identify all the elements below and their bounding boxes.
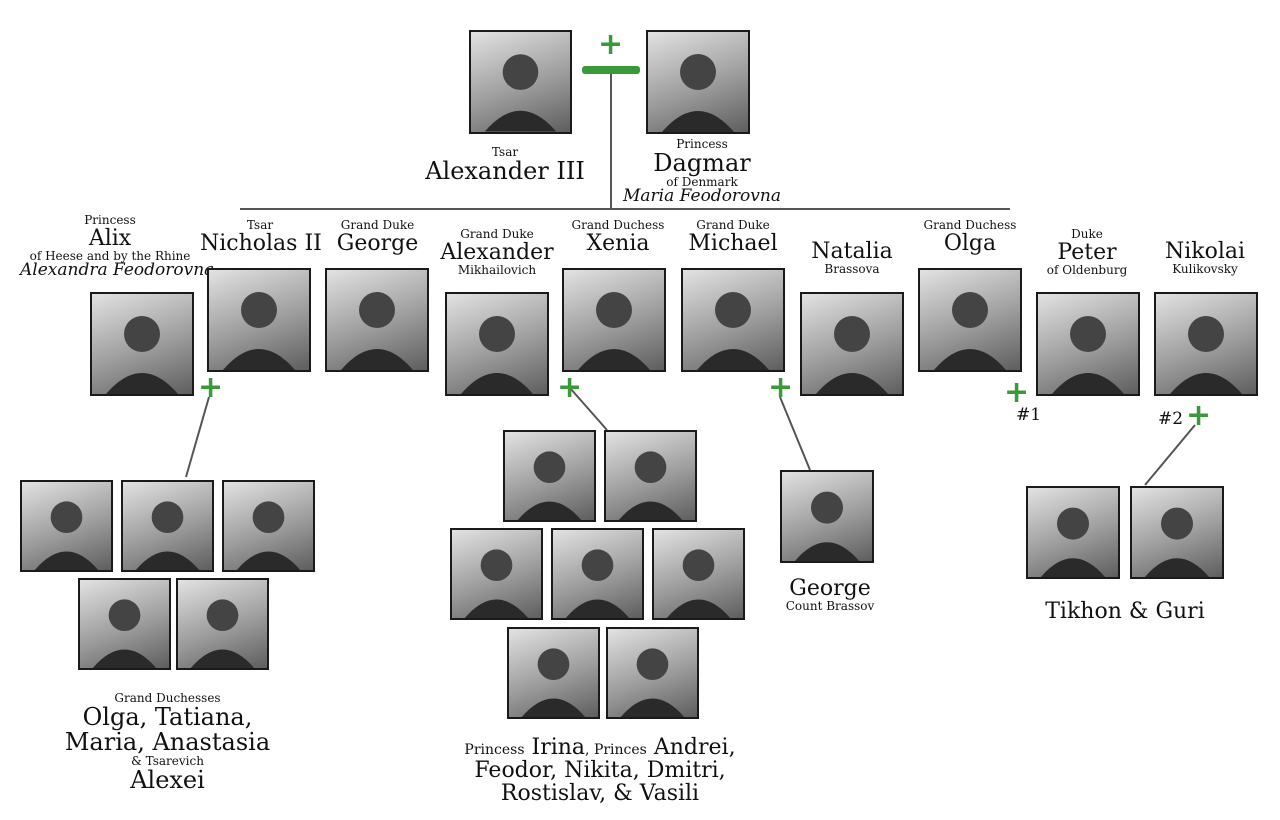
label-nikolai: Nikolai Kulikovsky (1164, 239, 1246, 277)
photo-alexander-iii (469, 30, 572, 134)
label-nicholas-children: Grand Duchesses Olga, Tatiana, Maria, An… (64, 691, 271, 794)
photo-vasili (606, 627, 699, 719)
photo-dmitri (652, 528, 745, 620)
label-dagmar: Princess Dagmar of Denmark Maria Feodoro… (623, 137, 781, 207)
label-alexander-iii: Tsar Alexander III (425, 145, 585, 185)
photo-feodor (450, 528, 543, 620)
photo-peter (1036, 292, 1140, 396)
photo-rostislav (507, 627, 600, 719)
photo-tatiana (121, 480, 214, 572)
link-michael-child (779, 396, 811, 471)
marriage-plus: + (598, 27, 624, 62)
photo-nikolai (1154, 292, 1258, 396)
marriage-number-1: #1 (1016, 405, 1042, 425)
label-olga: Grand Duchess Olga (923, 218, 1017, 256)
photo-george (325, 268, 429, 372)
label-alix: Princess Alix of Heese and by the Rhine … (20, 213, 215, 281)
photo-anastasia (78, 578, 171, 670)
plus-olga-peter: + (1004, 375, 1030, 410)
plus-xenia-alexander: + (557, 370, 583, 405)
plus-nicholas-alix: + (198, 370, 224, 405)
photo-guri (1130, 486, 1224, 579)
photo-dagmar (646, 30, 750, 134)
photo-nikita (551, 528, 644, 620)
photo-alexander (445, 292, 549, 396)
photo-xenia (562, 268, 666, 372)
photo-nicholas (207, 268, 311, 372)
photo-olga (918, 268, 1022, 372)
photo-alix (90, 292, 194, 396)
photo-alexei (176, 578, 269, 670)
link-olga-children (1144, 424, 1196, 486)
label-tikhon-guri: Tikhon & Guri (1045, 599, 1205, 624)
plus-michael-natalia: + (768, 370, 794, 405)
label-xenia-children: Princess Irina, Princes Andrei, Feodor, … (464, 735, 736, 807)
photo-andrei (604, 430, 697, 522)
photo-irina (503, 430, 596, 522)
label-nicholas: Tsar Nicholas II (200, 218, 322, 256)
photo-george-brassov (780, 470, 874, 563)
photo-tikhon (1026, 486, 1120, 579)
photo-natalia (800, 292, 904, 396)
label-xenia: Grand Duchess Xenia (571, 218, 665, 256)
marriage-number-2: #2 (1158, 409, 1184, 429)
label-peter: Duke Peter of Oldenburg (1046, 227, 1128, 277)
label-michael: Grand Duke Michael (688, 218, 778, 256)
label-natalia: Natalia Brassova (811, 239, 893, 277)
label-george: Grand Duke George (336, 218, 419, 256)
photo-maria (222, 480, 315, 572)
marriage-bar (582, 66, 640, 74)
link-xenia-children (569, 387, 608, 431)
photo-grand-duchess-olga (20, 480, 113, 572)
link-nicholas-children (185, 396, 210, 478)
photo-michael (681, 268, 785, 372)
plus-olga-nikolai: + (1186, 398, 1212, 433)
label-alexander: Grand Duke Alexander Mikhailovich (440, 227, 554, 277)
label-george-brassov: George Count Brassov (785, 576, 875, 614)
